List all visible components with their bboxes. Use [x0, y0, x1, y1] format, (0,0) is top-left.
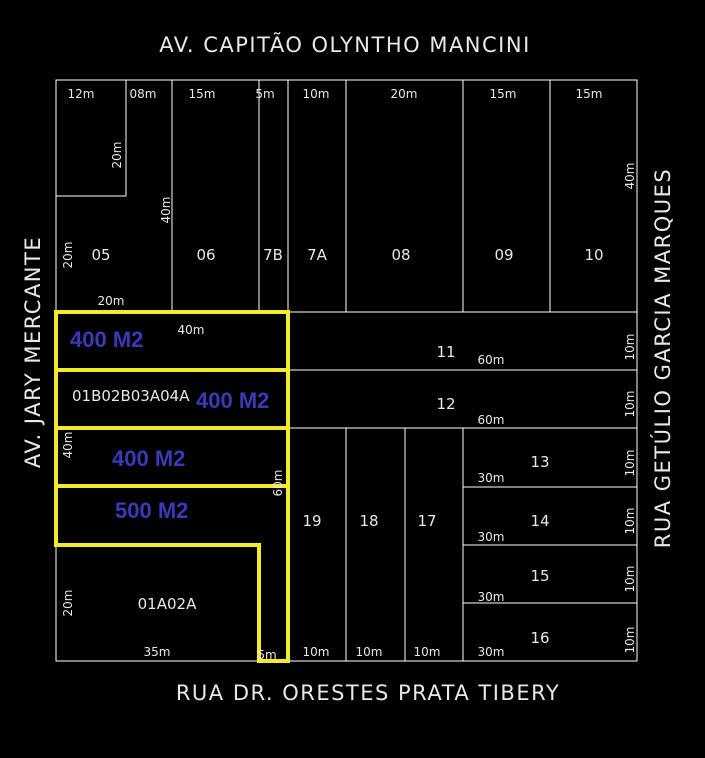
lot-labels: 05 06 7B 7A 08 09 10 11 12 13 14 15 16 1… [72, 246, 604, 647]
lot-17: 17 [417, 512, 436, 530]
dim-bottom-10m-b: 10m [356, 645, 383, 659]
dim-20m-under-05: 20m [98, 294, 125, 308]
highlight-outlines [54, 310, 290, 663]
area-label-3: 400 M2 [112, 446, 185, 471]
lot-08: 08 [391, 246, 410, 264]
dim-top-08m: 08m [130, 87, 157, 101]
dim-top-15m-c: 15m [576, 87, 603, 101]
dim-10m-lot12: 10m [623, 391, 637, 418]
highlight-lot-d [54, 486, 290, 663]
dim-40m-row11: 40m [178, 323, 205, 337]
dim-10m-lot15: 10m [623, 566, 637, 593]
dim-bottom-35m: 35m [144, 645, 171, 659]
area-label-4: 500 M2 [115, 498, 188, 523]
dim-30m-lot16: 30m [478, 645, 505, 659]
lot-row-b: 01B02B03A04A [72, 387, 190, 405]
dim-top-12m: 12m [68, 87, 95, 101]
dim-bottom-10m-a: 10m [303, 645, 330, 659]
dim-30m-lot14: 30m [478, 530, 505, 544]
area-label-1: 400 M2 [70, 327, 143, 352]
street-top: AV. CAPITÃO OLYNTHO MANCINI [159, 31, 531, 57]
lot-7a: 7A [307, 246, 328, 264]
lot-11: 11 [436, 343, 455, 361]
lot-09: 09 [494, 246, 513, 264]
dim-20m-inner: 20m [110, 142, 124, 169]
street-bottom: RUA DR. ORESTES PRATA TIBERY [176, 681, 560, 705]
dim-top-15m-b: 15m [490, 87, 517, 101]
lot-15: 15 [530, 567, 549, 585]
lot-18: 18 [359, 512, 378, 530]
dim-60m-lot11: 60m [478, 353, 505, 367]
lot-16: 16 [530, 629, 549, 647]
lot-7b: 7B [263, 246, 283, 264]
highlight-lot-c [54, 426, 290, 488]
street-left: AV. JARY MERCANTE [21, 236, 45, 468]
dim-10m-lot16: 10m [623, 627, 637, 654]
dim-20m-left: 20m [61, 242, 75, 269]
dim-bottom-5m: 5m [257, 648, 276, 662]
lot-01a02a: 01A02A [138, 595, 197, 613]
dim-40m-mid: 40m [159, 197, 173, 224]
lot-14: 14 [530, 512, 549, 530]
dim-10m-lot14: 10m [623, 508, 637, 535]
lot-05: 05 [91, 246, 110, 264]
dim-40m-right: 40m [623, 163, 637, 190]
dim-60m-lot12: 60m [478, 413, 505, 427]
dim-10m-lot13: 10m [623, 450, 637, 477]
lot-19: 19 [302, 512, 321, 530]
dim-10m-lot11: 10m [623, 334, 637, 361]
dim-top-15m: 15m [189, 87, 216, 101]
dim-40m-left: 40m [61, 432, 75, 459]
lot-lines [55, 79, 638, 662]
dimension-labels: 12m 08m 15m 5m 10m 20m 15m 15m 20m 40m 6… [61, 87, 637, 662]
dim-top-5m: 5m [255, 87, 274, 101]
lot-06: 06 [196, 246, 215, 264]
dim-60m: 60m [271, 470, 285, 497]
lot-12: 12 [436, 395, 455, 413]
lot-10: 10 [584, 246, 603, 264]
area-label-2: 400 M2 [196, 388, 269, 413]
dim-30m-lot13: 30m [478, 471, 505, 485]
street-right: RUA GETÚLIO GARCIA MARQUES [650, 168, 675, 549]
dim-top-20m: 20m [391, 87, 418, 101]
area-labels: 400 M2 400 M2 400 M2 500 M2 [70, 327, 269, 523]
dim-30m-lot15: 30m [478, 590, 505, 604]
lot-13: 13 [530, 453, 549, 471]
dim-bottom-10m-c: 10m [414, 645, 441, 659]
dim-20m-bottom-left: 20m [61, 590, 75, 617]
dim-top-10m: 10m [303, 87, 330, 101]
